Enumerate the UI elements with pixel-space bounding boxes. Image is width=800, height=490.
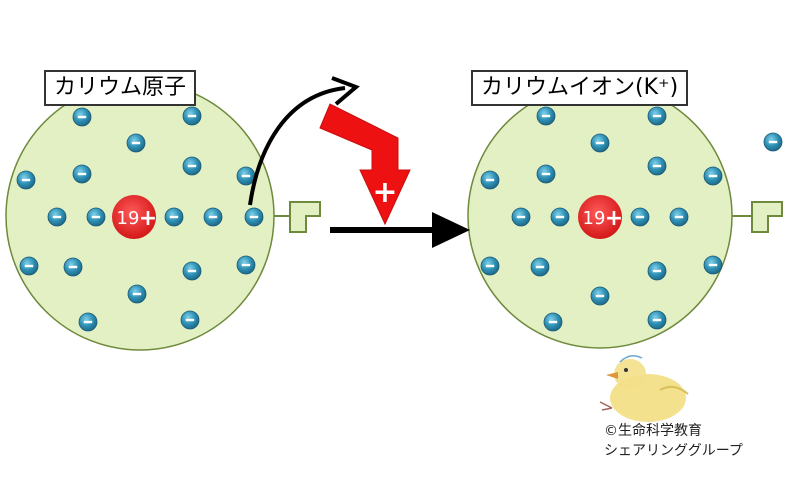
electron-icon — [19, 256, 39, 276]
electron-icon — [590, 286, 610, 306]
credit-line-2: シェアリンググループ — [604, 443, 743, 459]
electron-icon — [647, 156, 667, 176]
nucleus-charge: 19 — [117, 208, 140, 229]
nucleus-charge: 19 — [583, 208, 606, 229]
electron-icon — [530, 257, 550, 277]
reaction-arrow-head — [432, 212, 470, 248]
electron-icon — [182, 261, 202, 281]
electron-icon — [550, 207, 570, 227]
electron-icon — [703, 166, 723, 186]
electron-icon — [763, 132, 783, 152]
arrow-head-icon — [331, 76, 360, 106]
red-plus-arrow-icon: + — [319, 103, 411, 226]
nucleus-icon: 19 + — [578, 195, 623, 239]
electron-icon — [182, 106, 202, 126]
electron-icon — [16, 170, 36, 190]
nucleus-sign: + — [139, 206, 157, 231]
atom-label: カリウム原子 — [44, 70, 197, 106]
electron-icon — [72, 107, 92, 127]
electron-icon — [703, 255, 723, 275]
electron-icon — [244, 207, 264, 227]
electron-icon — [236, 255, 256, 275]
electron-icon — [647, 310, 667, 330]
electron-icon — [164, 207, 184, 227]
nucleus-sign: + — [605, 206, 623, 231]
chick-mascot-icon — [599, 355, 689, 422]
electron-icon — [630, 207, 650, 227]
electron-icon — [180, 310, 200, 330]
electron-icon — [543, 312, 563, 332]
outer-electron-tab-icon — [751, 201, 783, 233]
electron-icon — [47, 207, 67, 227]
electron-icon — [78, 312, 98, 332]
red-arrow-plus-sign: + — [372, 175, 397, 210]
electron-icon — [203, 207, 223, 227]
electron-icon — [647, 106, 667, 126]
electron-icon — [480, 170, 500, 190]
electron-icon — [86, 207, 106, 227]
electron-icon — [536, 106, 556, 126]
electron-icon — [63, 257, 83, 277]
electron-ejection-arrow — [248, 86, 346, 206]
outer-electron-tab-icon — [289, 201, 321, 233]
electron-icon — [480, 256, 500, 276]
ion-label: カリウムイオン(K⁺) — [471, 70, 689, 106]
electron-icon — [511, 207, 531, 227]
electron-icon — [182, 156, 202, 176]
electron-icon — [126, 133, 146, 153]
electron-icon — [236, 166, 256, 186]
electron-icon — [72, 164, 92, 184]
electron-icon — [536, 164, 556, 184]
credit-line-1: ©生命科学教育 — [604, 423, 702, 439]
electron-icon — [647, 261, 667, 281]
nucleus-icon: 19 + — [112, 195, 157, 239]
electron-icon — [669, 207, 689, 227]
electron-icon — [127, 284, 147, 304]
electron-icon — [590, 133, 610, 153]
